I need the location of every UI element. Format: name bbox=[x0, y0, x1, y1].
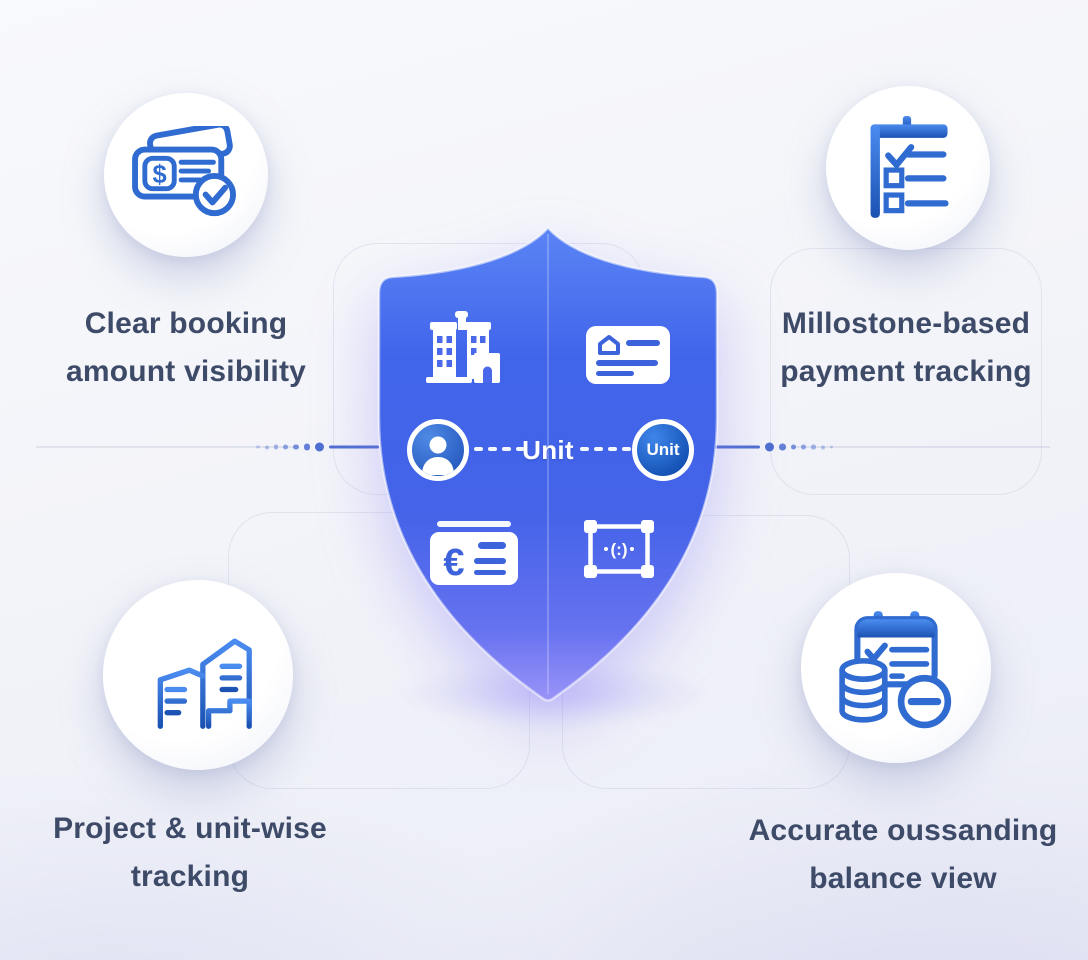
feature-label-top-right: Millostone-based payment tracking bbox=[736, 300, 1076, 396]
connector-dot bbox=[829, 445, 833, 449]
euro-glyph: € bbox=[443, 542, 464, 584]
connector-dot bbox=[820, 445, 825, 449]
dash bbox=[580, 447, 589, 451]
feature-label-bottom-left: Project & unit-wise tracking bbox=[10, 805, 370, 901]
connector-dot bbox=[801, 444, 806, 450]
connector-dot bbox=[315, 442, 324, 452]
dash bbox=[622, 447, 631, 451]
feature-label-top-left: Clear booking amount visibility bbox=[16, 300, 356, 396]
feature-label-bottom-right: Accurate oussanding balance view bbox=[713, 807, 1088, 903]
feature-badge-top-left: $ bbox=[104, 93, 268, 257]
connector-dot bbox=[779, 443, 786, 451]
dotted-connector-right bbox=[710, 442, 833, 452]
connector-dot bbox=[765, 442, 774, 452]
dash bbox=[474, 447, 483, 451]
person-icon bbox=[407, 419, 469, 481]
office-building-icon bbox=[426, 311, 500, 383]
frame-center-glyph: (:) bbox=[611, 540, 628, 559]
feature-label-line: Millostone-based bbox=[781, 307, 1031, 340]
unit-chip: Unit bbox=[632, 419, 694, 481]
connector-dot bbox=[303, 443, 310, 451]
dash bbox=[594, 447, 603, 451]
dash bbox=[488, 447, 497, 451]
feature-badge-bottom-right bbox=[801, 573, 991, 763]
feature-label-line: balance view bbox=[809, 862, 997, 895]
dash bbox=[608, 447, 617, 451]
feature-label-line: Clear booking bbox=[84, 307, 288, 340]
dash-connector bbox=[580, 447, 631, 451]
calendar-coins-minus-icon bbox=[839, 611, 952, 729]
connector-dot bbox=[811, 444, 816, 450]
dash-connector bbox=[474, 447, 525, 451]
city-buildings-icon bbox=[149, 638, 256, 729]
dollar-glyph: $ bbox=[152, 161, 166, 189]
feature-label-line: tracking bbox=[130, 860, 250, 893]
connector-dot bbox=[273, 444, 278, 450]
banknotes-dollar-check-icon: $ bbox=[132, 126, 236, 217]
unit-frame-icon: (:) bbox=[584, 520, 654, 578]
connector-dot bbox=[256, 445, 260, 449]
connector-dot bbox=[293, 444, 299, 450]
feature-badge-bottom-left bbox=[103, 580, 293, 770]
background-line bbox=[792, 446, 1050, 448]
feature-label-line: amount visibility bbox=[65, 355, 307, 388]
connector-line bbox=[329, 445, 379, 449]
background-line bbox=[36, 446, 298, 448]
euro-banknote-icon: € bbox=[430, 521, 518, 585]
dash bbox=[516, 447, 525, 451]
checklist-clipboard-icon bbox=[870, 116, 949, 218]
shield-graphic: Unit Unit € (:) bbox=[374, 226, 722, 706]
person-glyph bbox=[422, 436, 454, 475]
feature-label-line: payment tracking bbox=[780, 355, 1032, 388]
connector-dot bbox=[790, 444, 796, 450]
connector-dot bbox=[283, 444, 288, 450]
unit-chip-label: Unit bbox=[646, 440, 680, 459]
dotted-connector-left bbox=[256, 442, 379, 452]
feature-label-line: Accurate oussanding bbox=[748, 814, 1058, 847]
connector-line bbox=[710, 445, 760, 449]
feature-label-line: Project & unit-wise bbox=[53, 812, 327, 845]
id-card-icon bbox=[586, 326, 670, 384]
dash bbox=[502, 447, 511, 451]
unit-label: Unit bbox=[522, 435, 574, 465]
feature-badge-top-right bbox=[826, 86, 990, 250]
connector-dot bbox=[264, 445, 269, 449]
